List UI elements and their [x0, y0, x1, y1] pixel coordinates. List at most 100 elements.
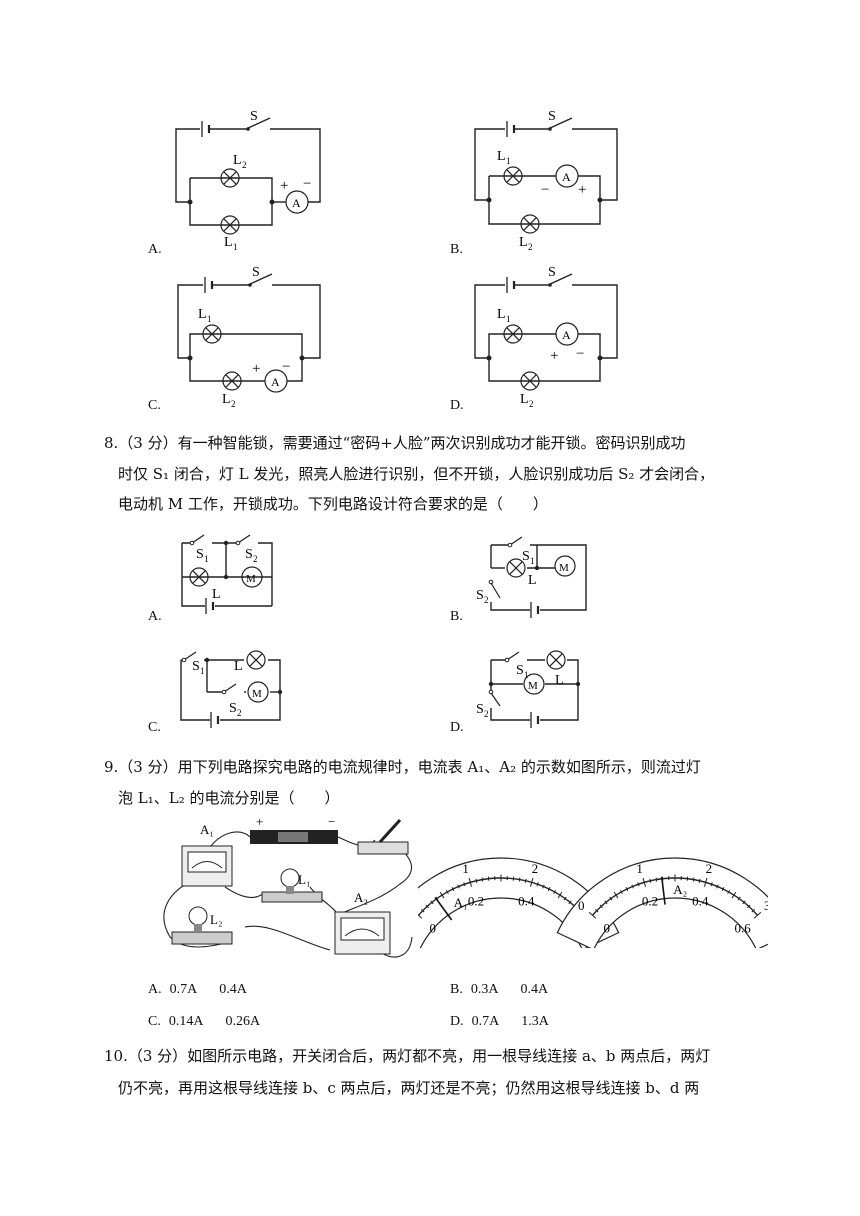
svg-text:L: L: [224, 235, 233, 250]
svg-text:L: L: [497, 149, 506, 164]
meter-tick: [451, 887, 455, 892]
meter-tick: [731, 891, 737, 899]
meter-label: A₁: [454, 895, 468, 910]
svg-text:S: S: [548, 109, 556, 124]
meter-tick: [703, 877, 708, 887]
svg-text:M: M: [559, 562, 569, 574]
svg-text:1: 1: [524, 670, 529, 680]
svg-text:1: 1: [200, 666, 205, 676]
meter-tick: [637, 882, 640, 887]
svg-text:+: +: [252, 361, 260, 377]
meter-tick: [716, 884, 719, 889]
svg-text:S: S: [229, 701, 237, 716]
svg-text:L: L: [198, 307, 207, 322]
svg-text:+: +: [550, 348, 558, 364]
svg-text:2: 2: [231, 399, 236, 409]
meter-bottom-tick-label: 0: [429, 920, 436, 935]
q8-option-c[interactable]: C.: [148, 720, 161, 735]
svg-text:S: S: [245, 547, 253, 562]
meter-tick: [742, 900, 746, 905]
svg-text:A: A: [562, 170, 571, 184]
meter-tick: [599, 904, 603, 909]
q8-option-d[interactable]: D.: [450, 720, 464, 735]
svg-text:+: +: [578, 182, 586, 198]
svg-text:L: L: [519, 235, 528, 250]
meter-top-tick-label: 3: [764, 898, 768, 913]
svg-text:1: 1: [506, 156, 511, 166]
q7-option-a[interactable]: A.: [148, 242, 162, 257]
meter-bottom-tick-label: 0.2: [468, 894, 484, 909]
svg-text:2: 2: [237, 708, 242, 718]
meter-tick: [588, 911, 597, 919]
svg-text:L: L: [234, 659, 243, 674]
q10-text-line2: 仍不亮，再用这根导线连接 b、c 两点后，两灯还是不亮；仍然用这根导线连接 b、…: [118, 1079, 700, 1097]
meter-tick: [518, 877, 521, 882]
svg-text:−: −: [541, 182, 549, 198]
meter-bottom-tick-label: 0.2: [642, 894, 658, 909]
meter-label: A₂: [673, 882, 687, 897]
meter-tick: [631, 884, 634, 889]
svg-text:−: −: [303, 176, 311, 192]
q7-option-d[interactable]: D.: [450, 398, 464, 413]
q7-option-b[interactable]: B.: [450, 242, 463, 257]
meter-top-tick-label: 2: [706, 861, 713, 876]
meter-bottom-tick-label: 0.4: [518, 894, 535, 909]
meter-tick: [721, 887, 725, 892]
meter-tick: [475, 878, 478, 883]
meter-tick: [468, 877, 473, 887]
meter-bottom-tick-label: 0.6: [735, 920, 752, 935]
svg-text:L: L: [520, 392, 529, 407]
svg-text:S: S: [476, 702, 484, 717]
svg-text:L: L: [212, 587, 221, 602]
svg-text:−: −: [576, 346, 584, 362]
svg-text:S: S: [196, 547, 204, 562]
q8-option-a[interactable]: A.: [148, 609, 162, 624]
svg-text:M: M: [246, 573, 256, 585]
meter-tick: [457, 884, 460, 889]
svg-text:A₁: A₁: [200, 822, 214, 837]
ammeter-label: A: [292, 196, 301, 210]
svg-text:2: 2: [253, 554, 258, 564]
q9-apparatus-diagram: + − A₁ L₁ L₂ A₂: [163, 814, 413, 958]
meter-tick: [604, 900, 608, 905]
svg-text:S: S: [250, 109, 258, 124]
svg-text:L: L: [555, 673, 564, 688]
meter-top-tick-label: 0: [578, 898, 585, 913]
svg-text:S: S: [476, 588, 484, 603]
svg-text:2: 2: [529, 399, 534, 409]
meter-needle: [660, 876, 666, 905]
svg-text:A: A: [271, 375, 280, 389]
meter-tick: [536, 882, 539, 887]
q9-text-line1: 9.（3 分）用下列电路探究电路的电流规律时，电流表 A₁、A₂ 的示数如图所示…: [104, 758, 701, 776]
meter-tick: [737, 896, 741, 901]
svg-text:A₂: A₂: [354, 890, 368, 905]
svg-text:L₂: L₂: [210, 912, 222, 927]
q7-option-c[interactable]: C.: [148, 398, 161, 413]
svg-text:L: L: [233, 153, 242, 168]
svg-text:S: S: [192, 659, 200, 674]
svg-text:L: L: [222, 392, 231, 407]
meter-tick: [698, 878, 701, 883]
meter-tick: [625, 887, 629, 892]
q8-option-b[interactable]: B.: [450, 609, 463, 624]
svg-text:+: +: [256, 814, 263, 829]
meter-tick: [418, 914, 423, 919]
q8-text-line3: 电动机 M 工作，开锁成功。下列电路设计符合要求的是（ ）: [118, 495, 548, 513]
meter-top-tick-label: 2: [532, 861, 539, 876]
svg-text:S: S: [252, 265, 260, 280]
q8-text-line1: 8.（3 分）有一种智能锁，需要通过“密码+人脸”两次识别成功才能开锁。密码识别…: [104, 434, 686, 452]
meter-tick: [553, 889, 557, 894]
meter-tick: [751, 908, 756, 913]
svg-text:2: 2: [484, 709, 489, 719]
